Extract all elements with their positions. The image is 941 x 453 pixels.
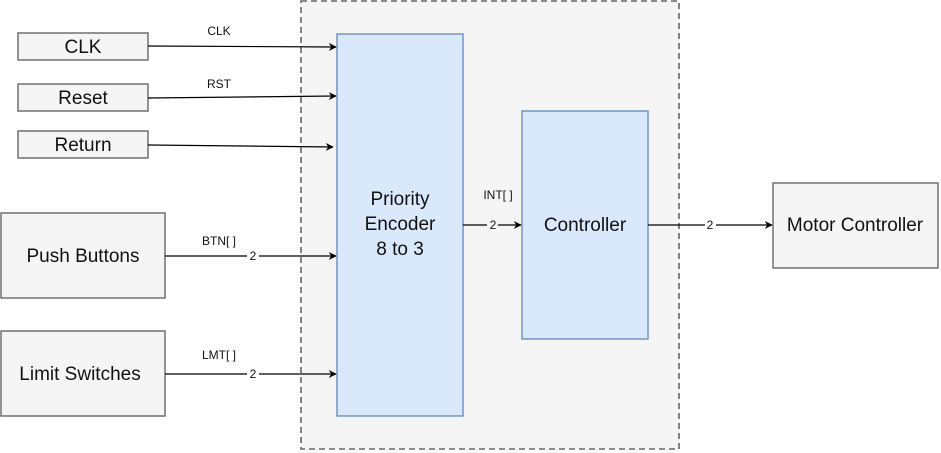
btn-bus-width: 2 xyxy=(250,249,257,263)
priority-encoder-block: Priority Encoder 8 to 3 xyxy=(336,33,464,417)
limit-switches-box: Limit Switches xyxy=(0,330,166,417)
motor-controller-label: Motor Controller xyxy=(787,215,924,236)
clk-input-box: CLK xyxy=(17,32,149,61)
controller-block: Controller xyxy=(521,110,649,340)
motor-controller-block: Motor Controller xyxy=(772,182,939,269)
encoder-label-line2: Encoder xyxy=(365,214,436,235)
reset-input-label: Reset xyxy=(58,88,108,109)
int-wire-label: INT[ ] xyxy=(483,188,512,202)
int-bus-width: 2 xyxy=(490,218,497,232)
push-buttons-box: Push Buttons xyxy=(0,212,166,299)
clk-wire xyxy=(147,42,337,51)
return-wire xyxy=(147,142,334,151)
rst-wire-label: RST xyxy=(207,77,232,91)
return-input-label: Return xyxy=(54,135,111,156)
lmt-bus-width: 2 xyxy=(250,367,257,381)
clk-wire-label: CLK xyxy=(207,24,230,38)
reset-input-box: Reset xyxy=(17,83,149,112)
encoder-label-line1: Priority xyxy=(370,189,430,210)
push-buttons-label: Push Buttons xyxy=(26,246,139,267)
rst-wire xyxy=(147,92,337,101)
btn-wire-label: BTN[ ] xyxy=(202,234,236,248)
out-bus-width: 2 xyxy=(707,218,714,232)
encoder-label-line3: 8 to 3 xyxy=(376,239,424,260)
clk-input-label: CLK xyxy=(65,37,102,58)
controller-label: Controller xyxy=(544,215,627,236)
return-input-box: Return xyxy=(17,130,149,159)
lmt-wire-label: LMT[ ] xyxy=(202,348,236,362)
limit-switches-label: Limit Switches xyxy=(19,364,140,385)
